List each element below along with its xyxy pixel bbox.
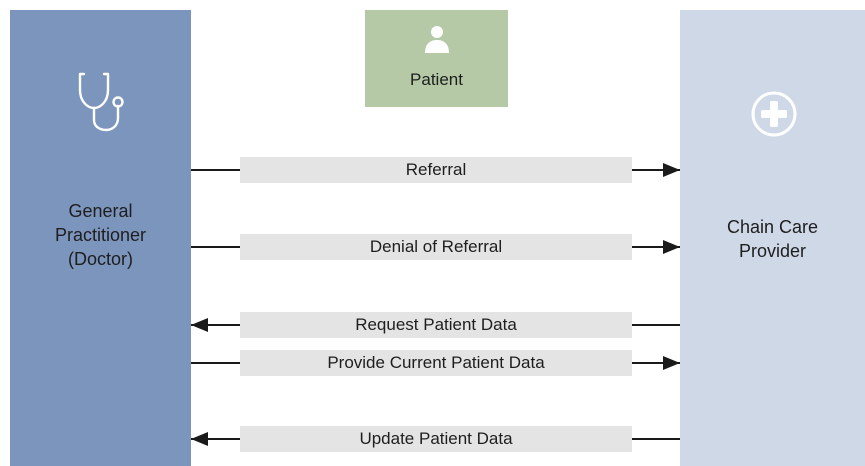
- arrow-line: [191, 324, 240, 326]
- message-label: Denial of Referral: [369, 237, 503, 256]
- message-band: [240, 426, 632, 452]
- stethoscope-icon: [78, 72, 124, 132]
- arrow-head-left: [191, 432, 208, 446]
- message-denial-of-referral: Denial of Referral: [191, 234, 680, 260]
- arrow-line: [632, 169, 680, 171]
- patient-label: Patient: [410, 70, 463, 89]
- message-band: [240, 312, 632, 338]
- arrow-line: [191, 169, 240, 171]
- message-label: Referral: [405, 160, 467, 179]
- message-band: [240, 350, 632, 376]
- message-label: Provide Current Patient Data: [327, 353, 545, 372]
- chain-care-provider-label: Chain Care Provider: [726, 217, 819, 261]
- arrow-head-right: [663, 356, 680, 370]
- patient-box: Patient: [365, 10, 508, 107]
- message-update-patient-data: Update Patient Data: [191, 426, 680, 452]
- message-band: [240, 157, 632, 183]
- message-label: Request Patient Data: [355, 315, 517, 334]
- message-request-patient-data: Request Patient Data: [191, 312, 680, 338]
- chain-care-provider-lane: Chain Care Provider: [680, 10, 865, 466]
- arrow-line: [632, 438, 680, 440]
- medical-cross-icon: [751, 91, 797, 137]
- arrow-line: [191, 438, 240, 440]
- arrow-line: [632, 324, 680, 326]
- arrow-head-right: [663, 163, 680, 177]
- arrow-line: [632, 246, 680, 248]
- general-practitioner-lane: General Practitioner (Doctor): [10, 10, 191, 466]
- person-icon: [425, 26, 449, 53]
- message-band: [240, 234, 632, 260]
- arrow-line: [191, 362, 240, 364]
- arrow-line: [632, 362, 680, 364]
- arrow-head-right: [663, 240, 680, 254]
- message-provide-current-patient-data: Provide Current Patient Data: [191, 350, 680, 376]
- general-practitioner-label: General Practitioner (Doctor): [54, 201, 147, 269]
- message-referral: Referral: [191, 157, 680, 183]
- arrow-head-left: [191, 318, 208, 332]
- arrow-line: [191, 246, 240, 248]
- message-label: Update Patient Data: [359, 429, 513, 448]
